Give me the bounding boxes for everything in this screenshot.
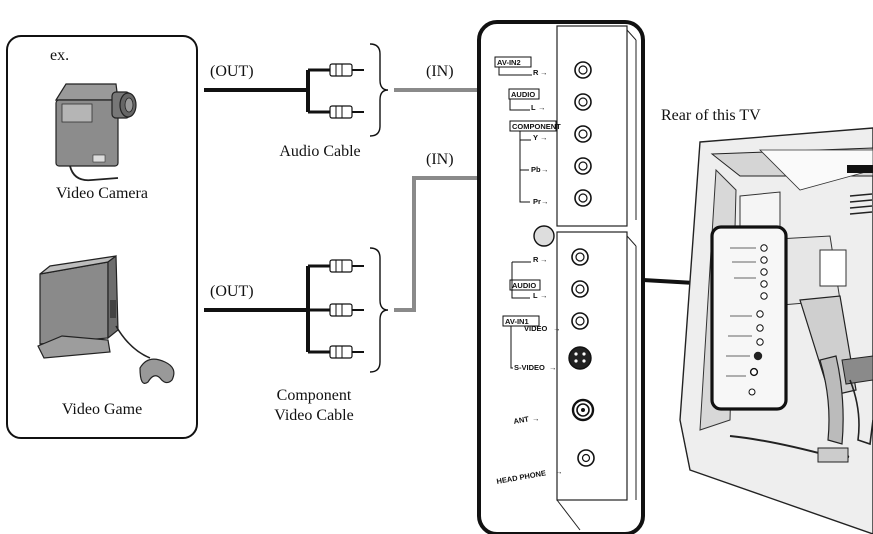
component-label: COMPONENT — [512, 122, 561, 131]
out-label-top: (OUT) — [210, 63, 254, 80]
port-r-label-bottom: R — [533, 255, 539, 264]
svg-text:→: → — [540, 255, 548, 264]
video-camera-icon — [54, 83, 137, 182]
svg-text:→: → — [553, 324, 561, 333]
in-label-top: (IN) — [426, 63, 454, 80]
port-pr-label: Pr — [533, 197, 541, 206]
tv-rear-icon: Rear of this TV — [661, 107, 873, 534]
brace-icon — [369, 43, 389, 137]
svg-text:→: → — [540, 68, 548, 77]
rca-jack-icon — [574, 61, 592, 79]
component-cable-label-1: Component — [277, 387, 352, 404]
svg-text:→: → — [540, 291, 548, 300]
antenna-jack-icon — [571, 398, 595, 422]
port-s-video-label: S-VIDEO — [514, 363, 545, 372]
svg-text:→: → — [555, 467, 563, 476]
audio-label-bottom: AUDIO — [512, 281, 536, 290]
svg-text:→: → — [541, 165, 549, 174]
device-box: ex. Video Camera Video Game — [6, 35, 198, 439]
video-game-label: Video Game — [62, 401, 142, 418]
example-label: ex. — [50, 47, 69, 64]
knob-icon — [533, 225, 555, 247]
audio-cable: (OUT) Audio Cable (IN) — [204, 43, 489, 160]
rca-jack-icon — [571, 312, 589, 330]
out-label-bottom: (OUT) — [210, 283, 254, 300]
component-cable: (OUT) Component Video Cable (IN) — [204, 151, 489, 424]
av-in1-label: AV-IN1 — [505, 317, 529, 326]
video-game-icon — [37, 254, 175, 384]
rca-plug-icon — [329, 303, 364, 317]
rca-plug-icon — [329, 345, 364, 359]
port-pb-label: Pb — [531, 165, 541, 174]
port-video-label: VIDEO — [524, 324, 548, 333]
rca-jack-icon — [574, 125, 592, 143]
input-panel: AV-IN2 R → AUDIO L → COMPONENT Y → Pb → … — [477, 20, 645, 534]
rca-jack-icon — [574, 93, 592, 111]
rca-jack-icon — [571, 248, 589, 266]
port-y-label: Y — [533, 133, 538, 142]
arrow-icon — [394, 174, 489, 312]
video-camera-label: Video Camera — [56, 185, 148, 202]
component-cable-label-2: Video Cable — [274, 407, 353, 424]
port-l-label-top: L — [531, 103, 536, 112]
rca-plug-icon — [329, 63, 364, 77]
rca-jack-icon — [574, 189, 592, 207]
rca-plug-icon — [329, 105, 364, 119]
headphone-jack-icon — [577, 449, 595, 467]
brace-icon — [369, 247, 389, 373]
rca-jack-icon — [574, 157, 592, 175]
svg-text:→: → — [540, 133, 548, 142]
rca-plug-icon — [329, 259, 364, 273]
svg-text:→: → — [541, 197, 549, 206]
port-l-label-bottom: L — [533, 291, 538, 300]
svg-text:→: → — [549, 363, 557, 372]
rca-jack-icon — [571, 280, 589, 298]
svg-text:→: → — [538, 103, 546, 112]
tv-rear-label: Rear of this TV — [661, 107, 761, 124]
av-in2-label: AV-IN2 — [497, 58, 521, 67]
audio-cable-label: Audio Cable — [279, 143, 360, 160]
audio-label-top: AUDIO — [511, 90, 535, 99]
port-r-label-top: R — [533, 68, 539, 77]
ant-label: ANT — [513, 414, 530, 426]
s-video-jack-icon — [568, 346, 592, 370]
in-label-bottom: (IN) — [426, 151, 454, 168]
svg-text:→: → — [532, 414, 540, 423]
